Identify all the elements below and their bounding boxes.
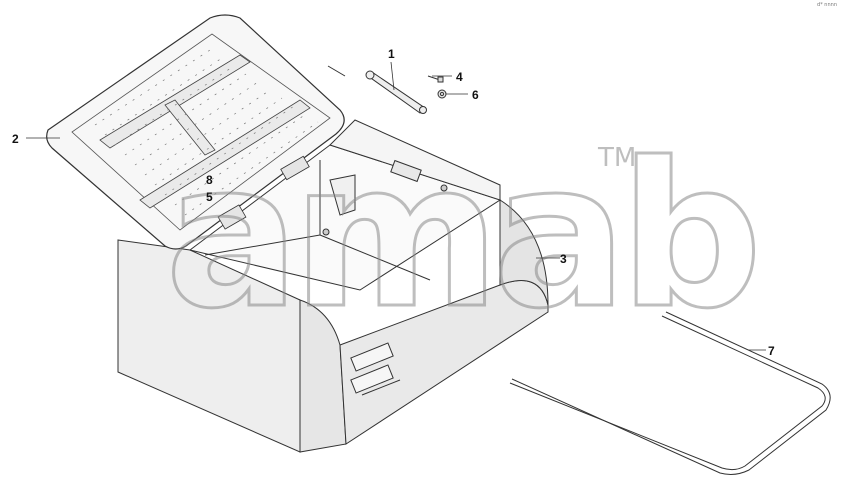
housing-vents: [350, 342, 401, 396]
callouts: 1 2 3 4 5 6 7 8: [12, 47, 775, 358]
housing-body: [117, 199, 549, 453]
seal-gasket: [509, 311, 831, 475]
callout-3: 3: [560, 252, 567, 266]
support-arm: [327, 65, 427, 114]
lid-panel: [46, 14, 345, 250]
callout-7: 7: [768, 344, 775, 358]
leader-lines: [26, 61, 766, 351]
callout-2: 2: [12, 132, 19, 146]
lid-texture: [94, 49, 319, 216]
nut-part-6: [437, 89, 447, 99]
callout-4: 4: [456, 70, 463, 84]
watermark-text: amab: [165, 120, 754, 353]
callout-8: 8: [206, 173, 213, 187]
housing-interior: [188, 119, 502, 291]
callout-6: 6: [472, 88, 479, 102]
callout-5: 5: [206, 190, 213, 204]
screw-part-4: [427, 75, 444, 83]
watermark-logo: amab TM: [164, 119, 764, 355]
watermark-tm: TM: [597, 143, 636, 173]
callout-1: 1: [388, 47, 395, 61]
corner-note: d* nnnn: [817, 2, 837, 8]
